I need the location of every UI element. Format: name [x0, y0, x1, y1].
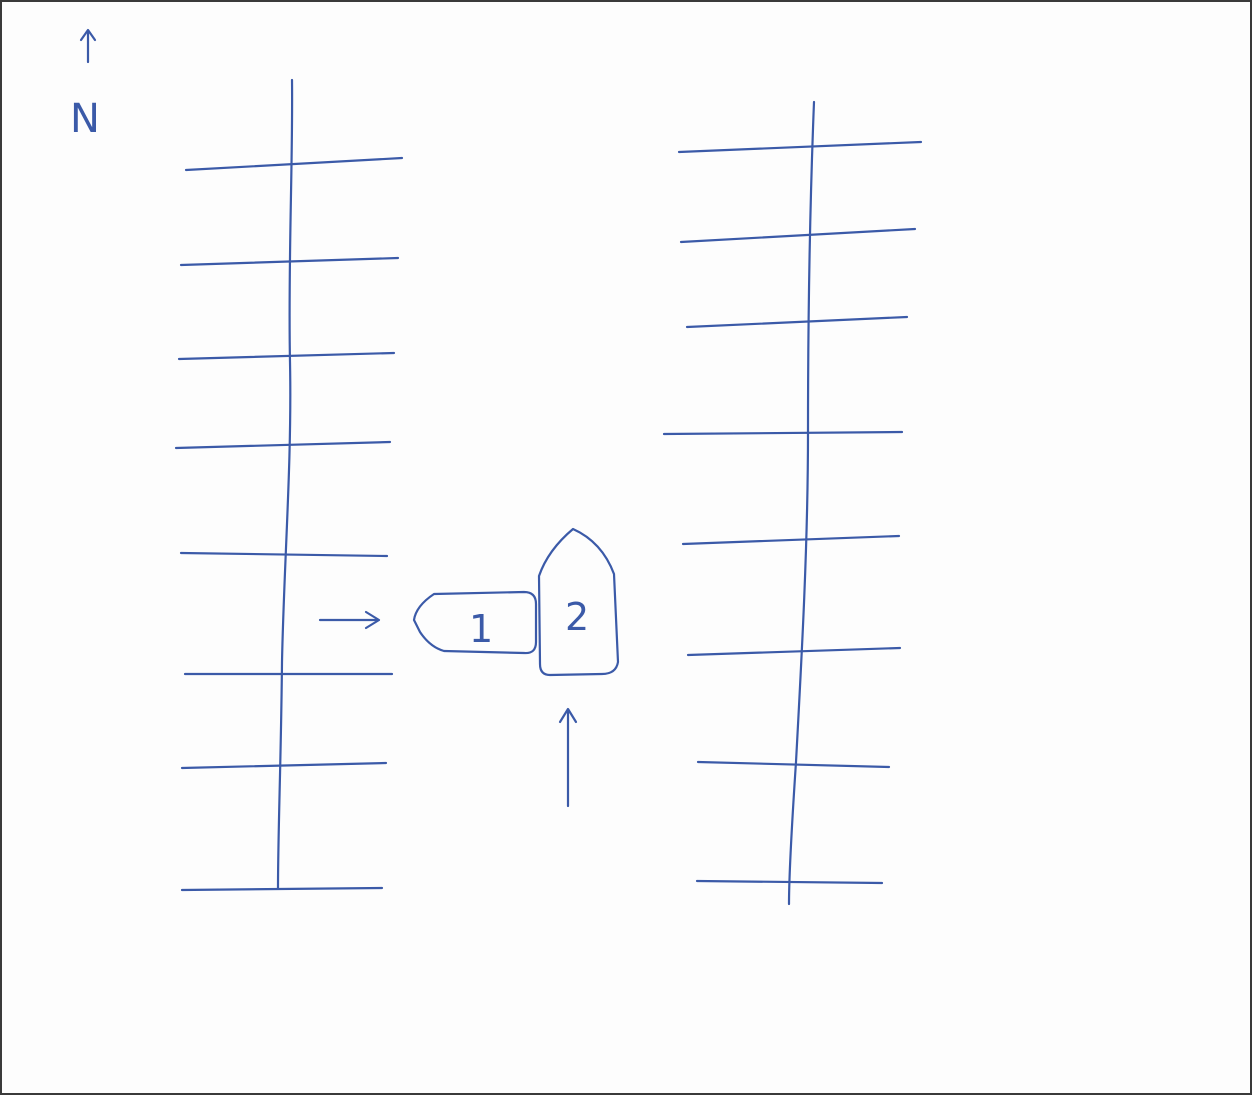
- east-pier-finger: [687, 317, 907, 327]
- north-arrow-icon: [81, 30, 95, 62]
- west-pier-finger: [181, 553, 387, 556]
- boat-1: 1: [414, 592, 536, 653]
- east-pier-finger: [698, 762, 889, 767]
- west-pier-finger: [179, 353, 394, 359]
- east-pier-finger: [688, 648, 900, 655]
- boat-2-heading-arrow-icon: [560, 709, 576, 806]
- west-pier-finger: [186, 158, 402, 170]
- west-pier: [176, 80, 402, 890]
- east-pier-finger: [679, 142, 921, 152]
- east-pier-spine: [789, 102, 814, 904]
- west-pier-spine: [278, 80, 292, 888]
- east-pier-finger: [681, 229, 915, 242]
- boat-1-heading-arrow-icon: [320, 612, 379, 628]
- east-pier-finger: [683, 536, 899, 544]
- boat-2-label: 2: [565, 595, 589, 639]
- east-pier: [664, 102, 921, 904]
- west-pier-finger: [182, 763, 386, 768]
- west-pier-finger: [182, 888, 382, 890]
- north-label: N: [70, 96, 100, 142]
- east-pier-finger: [664, 432, 902, 434]
- east-pier-finger: [697, 881, 882, 883]
- boat-2: 2: [539, 529, 618, 675]
- boat-1-label: 1: [469, 607, 493, 651]
- west-pier-finger: [176, 442, 390, 448]
